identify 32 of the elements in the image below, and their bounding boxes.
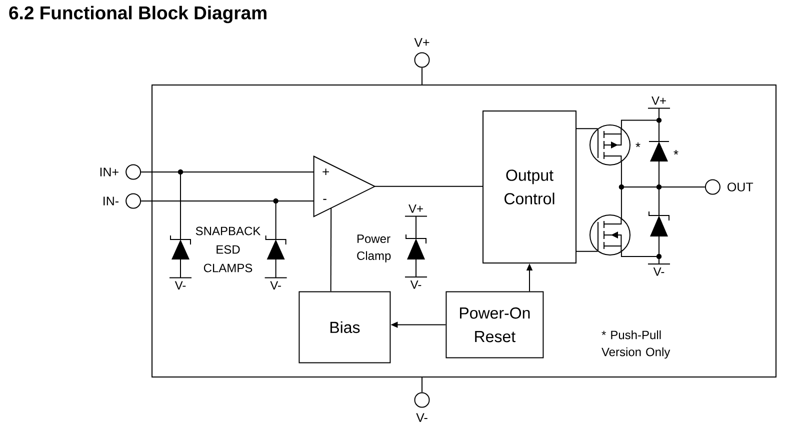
wire bbox=[330, 208, 332, 292]
diode-symbol bbox=[170, 235, 191, 260]
input-label: + bbox=[322, 168, 329, 175]
block-box: Output Control bbox=[482, 110, 576, 264]
footnote-mark: * bbox=[636, 142, 640, 148]
wire bbox=[576, 250, 598, 252]
block-box: Bias bbox=[298, 291, 391, 364]
wire bbox=[576, 128, 598, 130]
wire bbox=[275, 259, 276, 278]
wire bbox=[140, 200, 314, 240]
chip-outline bbox=[152, 84, 776, 378]
wire bbox=[620, 108, 660, 142]
wire bbox=[374, 186, 483, 187]
pin-label: IN+ bbox=[100, 168, 118, 176]
pin-label: V+ bbox=[414, 38, 430, 47]
clamp-label: SNAPBACK ESD CLAMPS bbox=[196, 226, 261, 272]
title: 6.2 Functional Block Diagram bbox=[9, 6, 266, 24]
wire bbox=[140, 172, 314, 240]
component-label: Power Clamp bbox=[357, 234, 391, 262]
wire bbox=[180, 259, 181, 278]
block-box: Power-On Reset bbox=[446, 291, 544, 358]
wire bbox=[620, 236, 660, 264]
diode-symbol bbox=[265, 235, 286, 260]
footnote-mark: * bbox=[674, 150, 678, 155]
diode-symbol bbox=[648, 211, 670, 236]
pin-label: IN- bbox=[104, 196, 118, 206]
note-text: * Push-Pull Version Only bbox=[602, 330, 670, 359]
input-label: - bbox=[323, 198, 326, 200]
transistor-symbol bbox=[590, 214, 630, 256]
pin-label: OUT bbox=[728, 182, 754, 192]
wire bbox=[620, 161, 706, 218]
pin-label: V- bbox=[416, 413, 428, 422]
